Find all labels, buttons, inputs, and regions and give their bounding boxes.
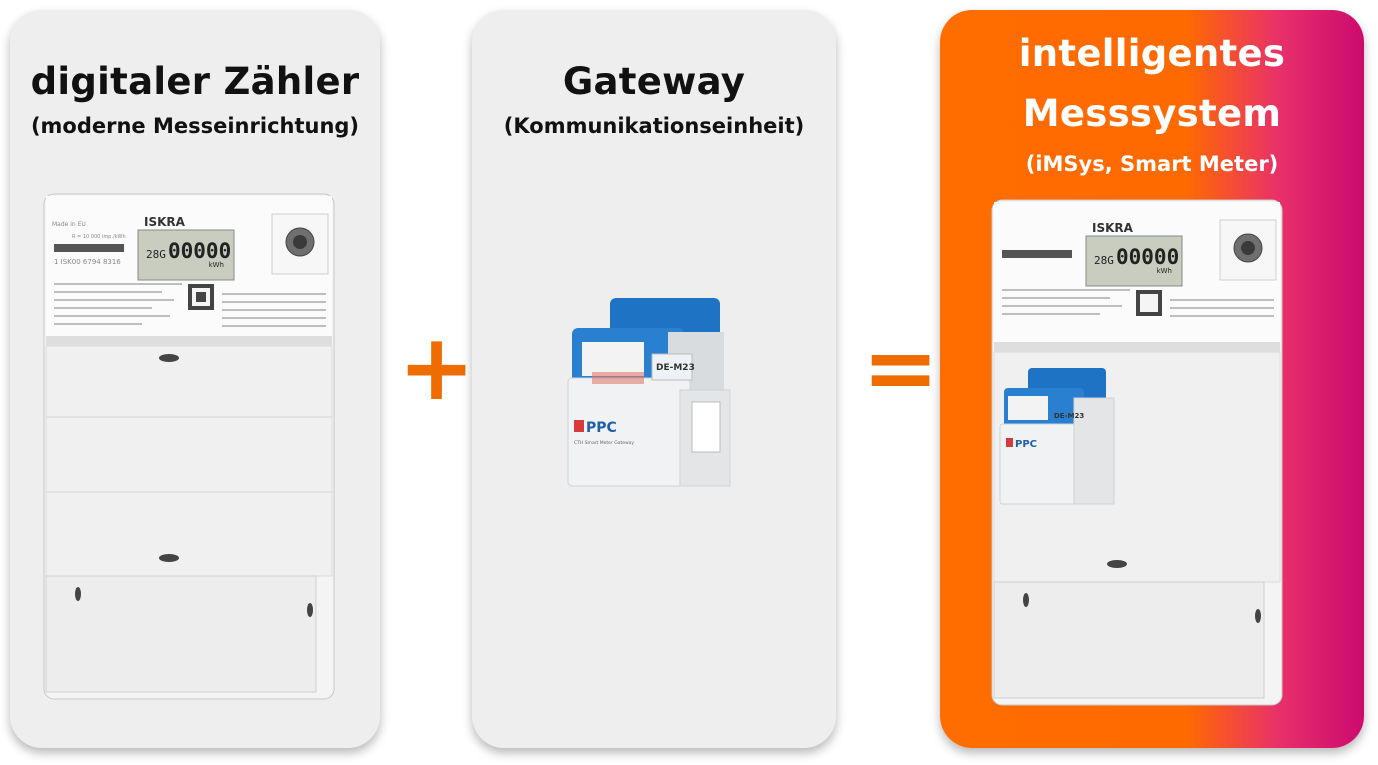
meter-display-prefix: 28G — [1094, 254, 1114, 267]
card-title: Gateway — [562, 60, 746, 103]
meter-brand: ISKRA — [144, 215, 186, 229]
gateway-label: DE-M23 — [656, 363, 695, 373]
card-gateway: Gateway (Kommunikationseinheit) DE-M23 P… — [472, 10, 836, 748]
gateway-brand: PPC — [586, 420, 617, 436]
gateway-image: DE-M23 PPC CTH Smart Meter Gateway — [567, 298, 731, 487]
gateway-brand: PPC — [1015, 439, 1037, 450]
card-title-line2: Messsystem — [1022, 92, 1282, 135]
digital-meter-image: 28G 00000 kWh ISKRA Made in EU R = 10 00… — [43, 193, 335, 700]
meter-serial: 1 ISK00 6794 8316 — [54, 258, 121, 266]
meter-brand: ISKRA — [1092, 221, 1134, 235]
card-subtitle: (iMSys, Smart Meter) — [1025, 152, 1279, 176]
meter-display-value: 00000 — [168, 239, 231, 263]
card-title: digitaler Zähler — [30, 60, 360, 103]
card-title-line1: intelligentes — [1018, 32, 1286, 75]
equals-operator: = — [862, 314, 940, 421]
meter-display-unit: kWh — [209, 261, 224, 269]
gateway-label: DE-M23 — [1054, 412, 1084, 420]
smart-meter-image: 28G 00000 kWh ISKRA DE-M23 PPC — [991, 199, 1283, 706]
meter-display-value: 00000 — [1116, 245, 1179, 269]
gateway-product: CTH Smart Meter Gateway — [574, 440, 634, 446]
card-subtitle: (moderne Messeinrichtung) — [30, 114, 360, 138]
meter-made-in: Made in EU — [52, 221, 86, 228]
card-digital-meter: digitaler Zähler (moderne Messeinrichtun… — [10, 10, 380, 748]
card-intelligent-meter-system: intelligentes Messsystem (iMSys, Smart M… — [940, 10, 1364, 748]
card-subtitle: (Kommunikationseinheit) — [503, 114, 805, 138]
meter-display-unit: kWh — [1157, 267, 1172, 275]
meter-display-prefix: 28G — [146, 248, 166, 261]
meter-constant: R = 10 000 imp./kWh — [72, 234, 126, 240]
plus-operator: + — [398, 314, 476, 421]
